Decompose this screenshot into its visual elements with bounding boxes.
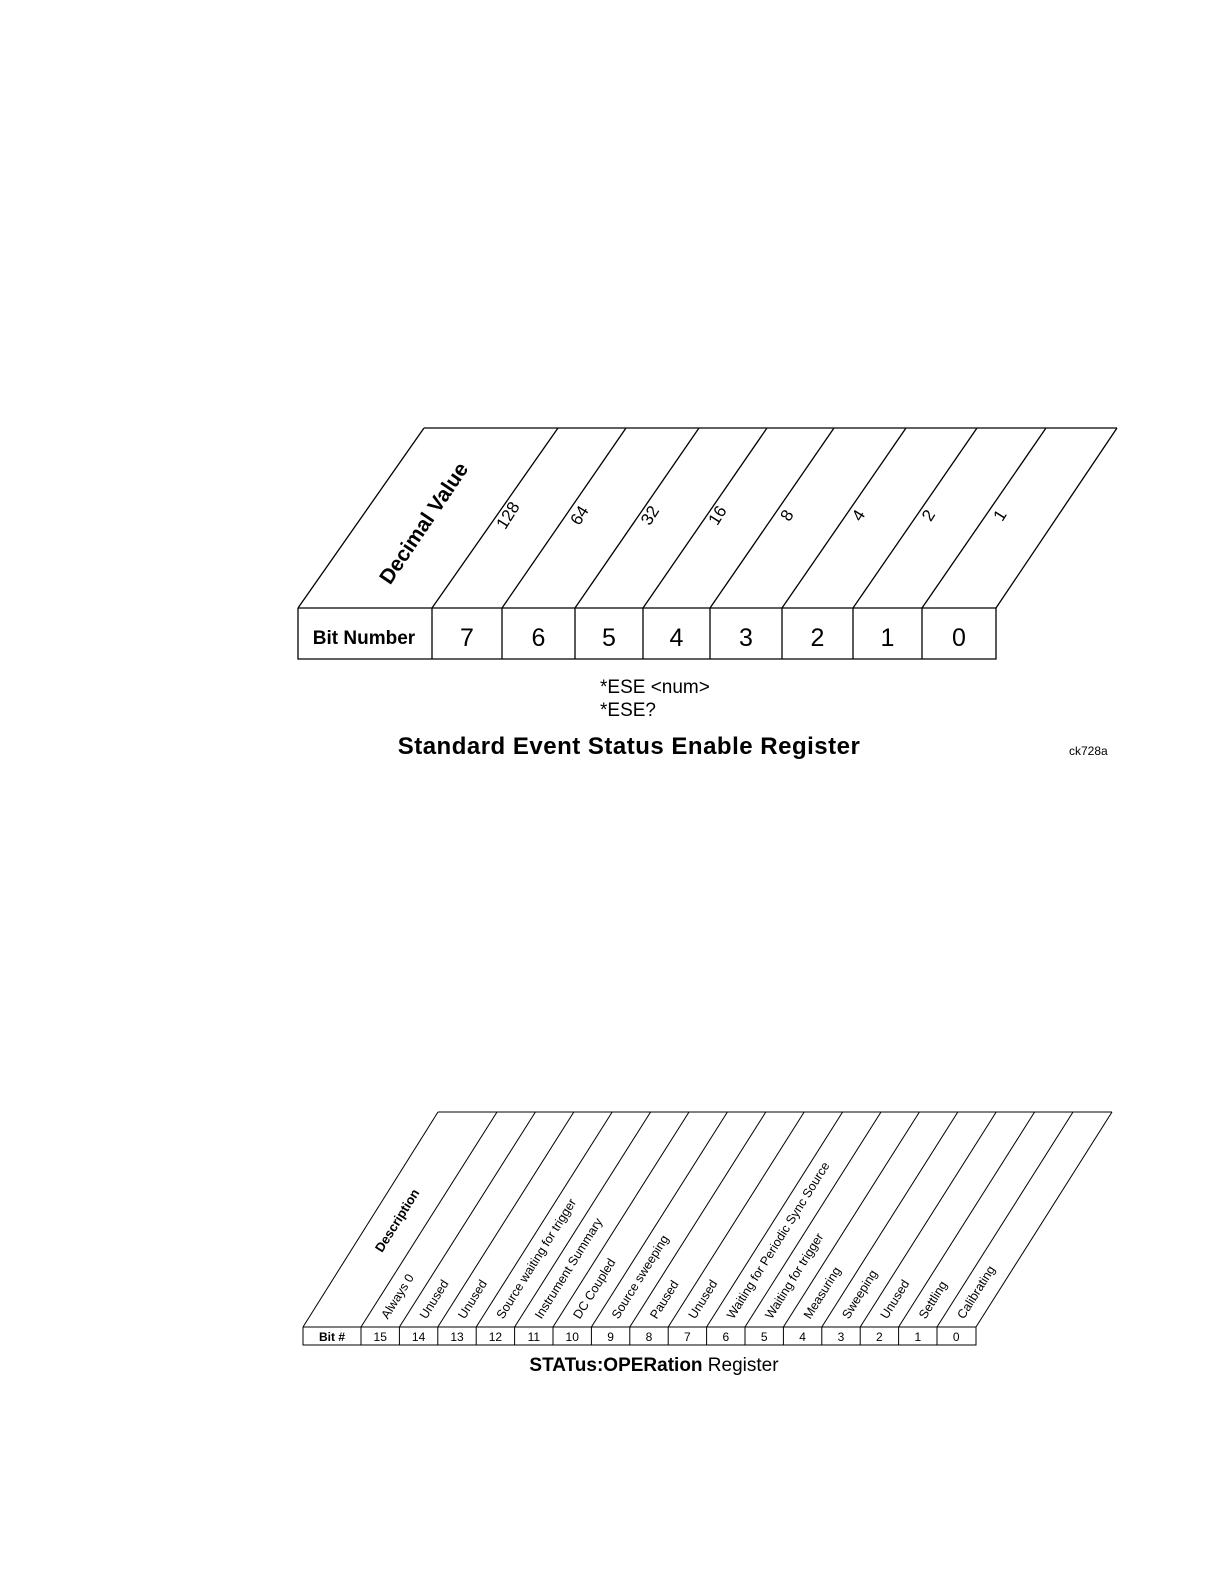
operation-header-divider [590, 1111, 728, 1328]
ese-bit-number: 6 [532, 624, 546, 652]
ese-decimal-values: 128 64 32 16 8 4 2 1 [493, 498, 1011, 532]
ese-header-divider [431, 427, 559, 609]
ese-decimal-value-header: Decimal Value [375, 458, 473, 588]
ese-grid-lines [297, 427, 1118, 660]
operation-bit-number: 10 [566, 1330, 580, 1344]
ese-header-divider [781, 427, 907, 609]
operation-header-divider [667, 1111, 805, 1328]
operation-header-divider [744, 1111, 882, 1328]
operation-bit-number: 2 [876, 1330, 883, 1344]
operation-header-divider [936, 1111, 1074, 1328]
operation-header-divider [706, 1111, 844, 1328]
operation-header-divider [360, 1111, 498, 1328]
operation-bit-number: 3 [838, 1330, 845, 1344]
operation-description: Sweeping [839, 1267, 880, 1321]
ese-register-title: Standard Event Status Enable Register [398, 733, 861, 760]
ese-column-dividers [431, 427, 1047, 659]
operation-header-divider [859, 1111, 997, 1328]
operation-header-divider [398, 1111, 536, 1328]
ese-bit-number: 5 [602, 624, 616, 652]
ese-decimal-value: 1 [990, 506, 1011, 524]
operation-description: Unused [686, 1277, 721, 1321]
ese-bit-numbers: 7 6 5 4 3 2 1 0 [460, 624, 966, 652]
operation-bit-number: 8 [646, 1330, 653, 1344]
operation-column-dividers [360, 1111, 1074, 1345]
operation-bit-number: 6 [722, 1330, 729, 1344]
ese-bit-number: 3 [739, 624, 753, 652]
operation-bit-number: 9 [607, 1330, 614, 1344]
ese-bit-number: 7 [460, 624, 474, 652]
operation-description-header: Description [372, 1186, 423, 1255]
ese-decimal-value: 64 [567, 502, 593, 528]
ese-header-divider [642, 427, 768, 609]
figure-id: ck728a [1069, 744, 1108, 758]
ese-decimal-value: 32 [637, 502, 663, 528]
operation-title-rest: Register [703, 1355, 780, 1376]
ese-decimal-value: 128 [493, 498, 524, 532]
operation-bit-number: 11 [528, 1330, 541, 1344]
operation-header-divider [821, 1111, 959, 1328]
operation-header-divider [514, 1111, 652, 1328]
operation-bit-label: Bit # [319, 1330, 345, 1344]
operation-bit-number: 4 [799, 1330, 806, 1344]
ese-bit-number-label: Bit Number [313, 628, 416, 649]
operation-header-divider [898, 1111, 1036, 1328]
operation-bit-number: 15 [374, 1330, 388, 1344]
ese-bit-number: 2 [811, 624, 825, 652]
operation-description: Instrument Summary [532, 1215, 606, 1321]
operation-bit-number: 5 [761, 1330, 768, 1344]
operation-grid-lines [302, 1111, 1113, 1346]
operation-title-bold: STATus:OPERation [529, 1355, 702, 1376]
ese-header-divider [852, 427, 978, 609]
operation-register-title: STATus:OPERation Register [529, 1355, 779, 1376]
operation-bit-number: 14 [412, 1330, 426, 1344]
ese-header-divider [501, 427, 627, 609]
operation-header-divider [475, 1111, 613, 1328]
operation-header-divider [782, 1111, 920, 1328]
operation-description: Unused [417, 1277, 452, 1321]
operation-description: Unused [455, 1277, 490, 1321]
operation-description: Always 0 [378, 1271, 416, 1321]
operation-bit-number: 0 [953, 1330, 960, 1344]
operation-bit-number: 1 [914, 1330, 921, 1344]
operation-header-divider [552, 1111, 690, 1328]
ese-decimal-value: 8 [777, 506, 798, 524]
ese-bit-number: 0 [952, 624, 966, 652]
ese-header-divider [709, 427, 835, 609]
operation-header-divider [437, 1111, 575, 1328]
operation-bit-number: 7 [684, 1330, 691, 1344]
ese-command-set: *ESE <num> [600, 677, 710, 698]
ese-bit-number: 4 [670, 624, 684, 652]
ese-decimal-value: 2 [918, 506, 939, 524]
operation-bit-number: 13 [450, 1330, 464, 1344]
operation-description: Measuring [801, 1264, 844, 1321]
ese-decimal-value: 16 [705, 502, 731, 528]
ese-bit-number: 1 [881, 624, 895, 652]
ese-header-divider [921, 427, 1047, 609]
ese-decimal-value: 4 [848, 506, 869, 524]
operation-description: Unused [878, 1277, 913, 1321]
operation-header-divider [629, 1111, 767, 1328]
operation-description: Calibrating [954, 1263, 998, 1321]
ese-header-divider [574, 427, 700, 609]
ese-command-query: *ESE? [600, 700, 656, 721]
operation-bit-number: 12 [489, 1330, 503, 1344]
